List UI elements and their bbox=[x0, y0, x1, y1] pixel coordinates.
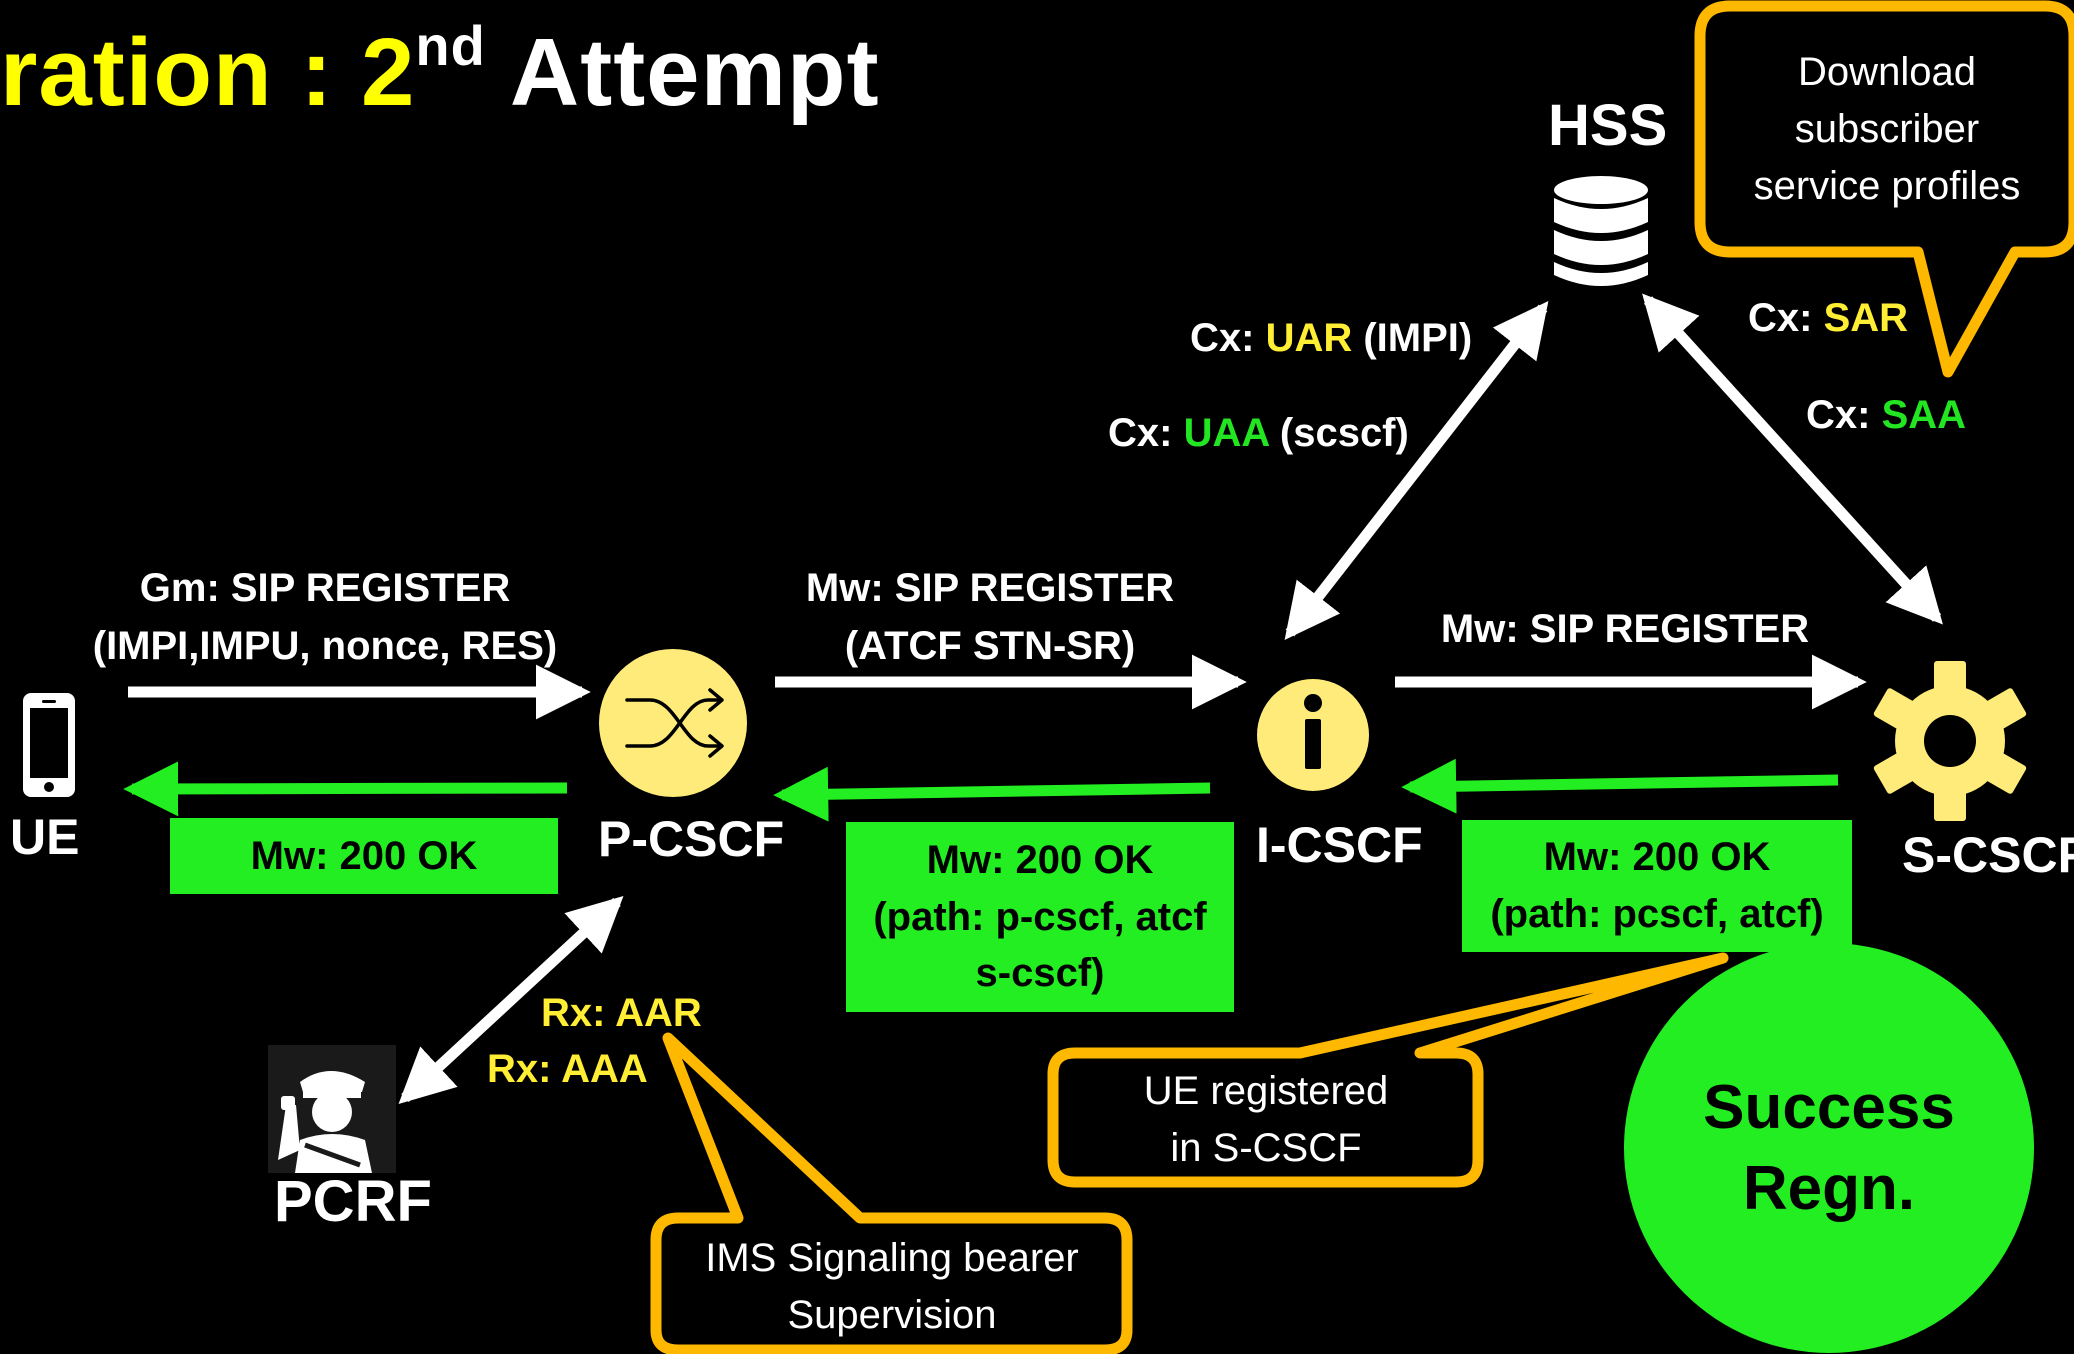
shuffle-icon bbox=[599, 649, 747, 797]
arrow-hss-scscf bbox=[1642, 293, 1943, 625]
download-callout-text: Download subscriber service profiles bbox=[1753, 50, 2021, 208]
ims-callout-shape bbox=[650, 1032, 1133, 1354]
ok-box-scscf-icscf: Mw: 200 OK (path: pcscf, atcf) bbox=[1462, 820, 1852, 952]
ue-registered-callout-text: UE registered in S-CSCF bbox=[1143, 1069, 1389, 1170]
pcscf-label: P-CSCF bbox=[598, 811, 785, 867]
arrow-icscf-hss bbox=[1284, 301, 1549, 640]
gm-register-label: Gm: SIP REGISTER (IMPI,IMPU, nonce, RES) bbox=[92, 566, 558, 668]
mw-register-scscf-label: Mw: SIP REGISTER bbox=[1440, 607, 1810, 651]
ok-box-icscf-pcscf: Mw: 200 OK (path: p-cscf, atcf s-cscf) bbox=[846, 822, 1234, 1012]
success-text: Success Regn. bbox=[1703, 1073, 1955, 1223]
download-callout-shape bbox=[1694, 0, 2074, 378]
scscf-label: S-CSCF bbox=[1902, 827, 2074, 883]
database-icon bbox=[1554, 176, 1648, 286]
arrow-icscf-to-pcscf bbox=[773, 766, 1211, 822]
icscf-label: I-CSCF bbox=[1256, 817, 1423, 873]
ue-label: UE bbox=[10, 809, 80, 865]
smartphone-icon bbox=[23, 693, 75, 797]
mw-register-atcf-label: Mw: SIP REGISTER (ATCF STN-SR) bbox=[805, 566, 1175, 668]
arrow-scscf-to-icscf bbox=[1401, 758, 1839, 814]
cx-sar-label: Cx: SAR bbox=[1748, 296, 1909, 340]
hss-label: HSS bbox=[1548, 93, 1668, 158]
rx-aar-label: Rx: AAR bbox=[541, 991, 702, 1035]
page-title: ration : 2nd Attempt bbox=[0, 14, 880, 127]
info-icon bbox=[1257, 679, 1369, 791]
ok-box-pcscf-ue: Mw: 200 OK bbox=[170, 818, 558, 894]
ims-callout-text: IMS Signaling bearer Supervision bbox=[705, 1236, 1079, 1337]
arrow-pcscf-to-ue bbox=[123, 761, 568, 817]
cx-uaa-label: Cx: UAA (scscf) bbox=[1108, 411, 1409, 455]
pcrf-label: PCRF bbox=[274, 1169, 432, 1234]
ue-registered-callout-border bbox=[1047, 952, 1729, 1188]
success-circle bbox=[1624, 943, 2034, 1353]
arrow-pcscf-pcrf bbox=[398, 896, 624, 1104]
cx-saa-label: Cx: SAA bbox=[1806, 393, 1967, 437]
police-officer-icon bbox=[268, 1045, 396, 1173]
gear-icon bbox=[1873, 661, 2027, 821]
cx-uar-label: Cx: UAR (IMPI) bbox=[1190, 316, 1473, 360]
rx-aaa-label: Rx: AAA bbox=[487, 1047, 648, 1091]
